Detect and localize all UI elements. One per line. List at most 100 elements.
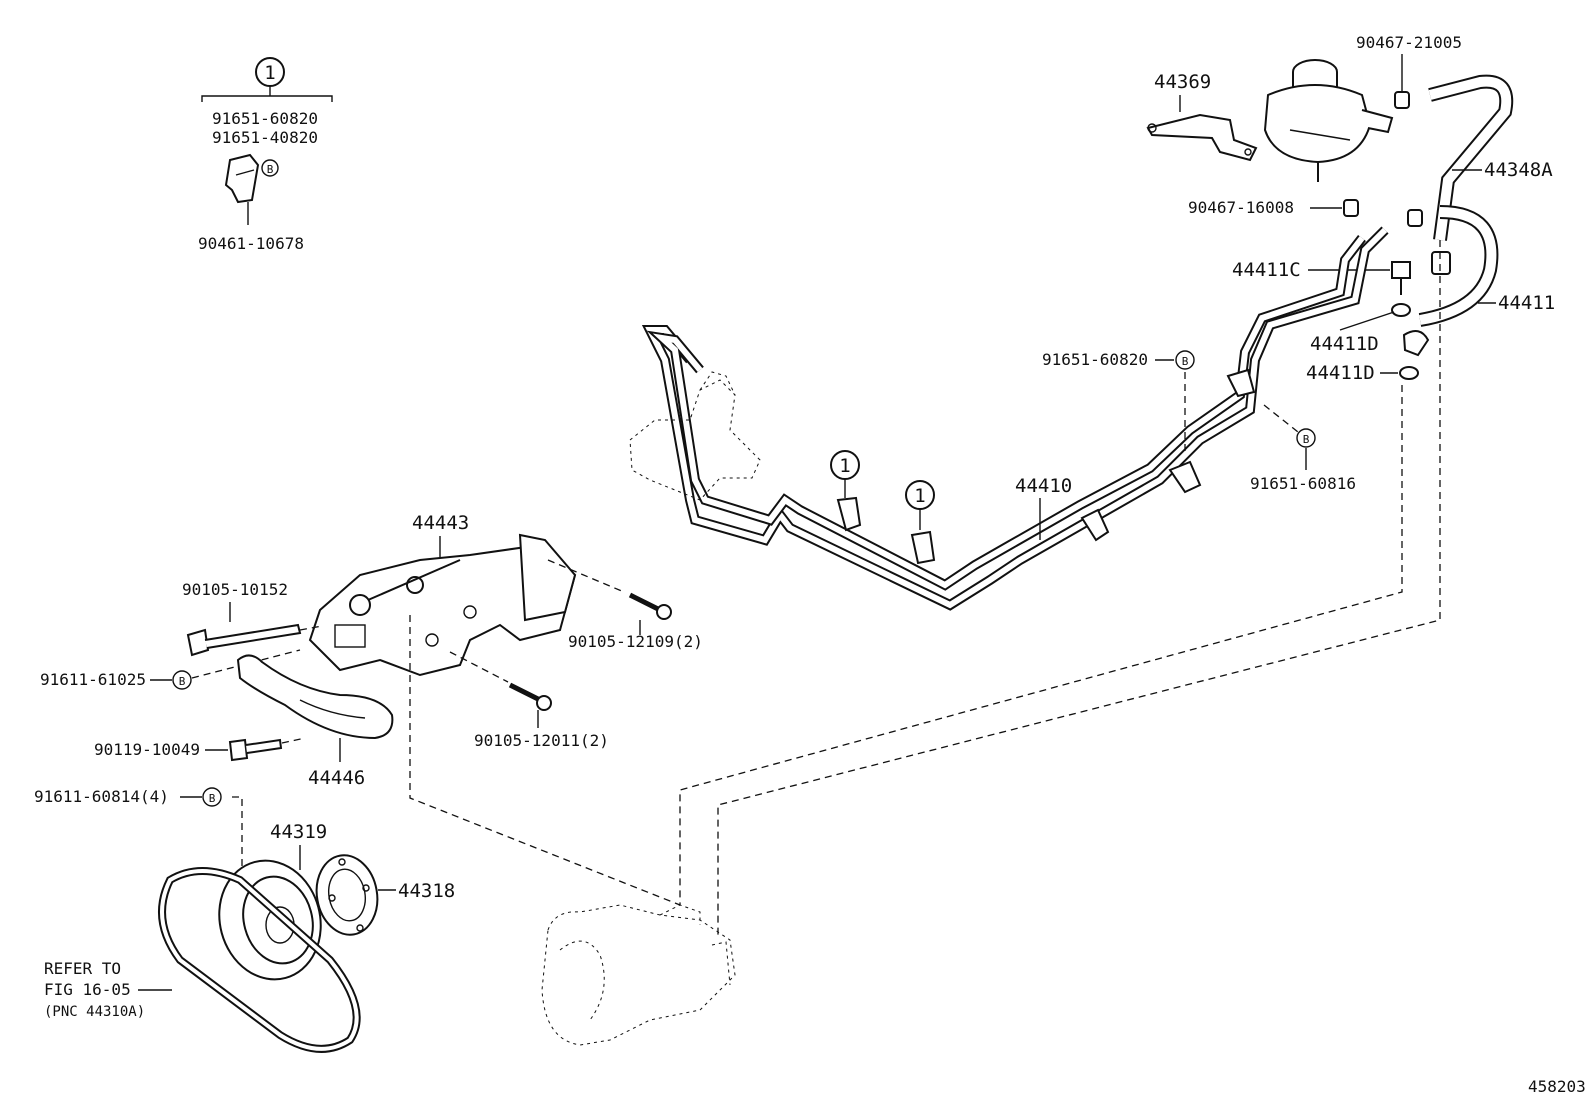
bracket-pivot <box>406 576 424 594</box>
pulley-group: 44319 44318 REFER TO FIG 16-05 (PNC 4431… <box>44 821 455 1053</box>
dashed-guide <box>281 737 306 744</box>
gasket-icon <box>1391 303 1411 317</box>
refer-note-line-1: REFER TO <box>44 959 121 978</box>
label-90105-10152: 90105-10152 <box>182 580 288 599</box>
label-44411d-a: 44411D <box>1310 333 1379 355</box>
label-91651-60816: 91651-60816 <box>1250 474 1356 493</box>
dashed-guide <box>679 385 1403 905</box>
label-91651-60820: 91651-60820 <box>1042 350 1148 369</box>
reservoir-mount <box>1361 109 1394 134</box>
adjusting-bar-44446-icon <box>236 654 394 740</box>
refer-note-line-2: FIG 16-05 <box>44 980 131 999</box>
reservoir-tank-icon <box>1263 84 1372 164</box>
adjusting-bar-group: 44446 90119-10049 91611-60814(4) B <box>34 654 394 870</box>
clip-detail <box>235 169 255 176</box>
pump-bracket-group: 44443 90105-10152 90105-12109(2) 91611-6… <box>40 512 703 750</box>
bolt-b-letter: B <box>1182 355 1189 368</box>
plate-44318-icon <box>315 854 379 936</box>
tube-clamp-icon <box>1080 508 1110 542</box>
label-90467-16008: 90467-16008 <box>1188 198 1294 217</box>
adjusting-bar-slot <box>299 699 366 719</box>
label-90105-12011: 90105-12011(2) <box>474 731 609 750</box>
return-hose-group: 44411 44411C 44411D 44411D <box>1232 205 1555 384</box>
kit-group: 1 91651-60820 91651-40820 B 90461-10678 <box>198 57 333 253</box>
bolt-shank-icon <box>204 623 302 649</box>
bolt-b-letter: B <box>1303 433 1310 446</box>
dashed-guide <box>232 796 243 870</box>
bracket-pivot <box>349 594 371 616</box>
bracket-hole <box>463 605 477 619</box>
bolt-shank-icon <box>245 738 283 754</box>
dashed-guide <box>547 559 625 593</box>
bolt-b-icon <box>261 159 279 177</box>
label-91611-61025: 91611-61025 <box>40 670 146 689</box>
bolt-head-icon <box>186 628 210 657</box>
hose-clamp-icon <box>1407 209 1423 227</box>
callout-number: 1 <box>914 485 925 507</box>
reservoir-group: 44369 90467-21005 44348A 90467-16008 <box>1146 33 1553 275</box>
kit-bracket-line <box>201 95 333 102</box>
label-44411: 44411 <box>1498 292 1555 314</box>
label-44443: 44443 <box>412 512 469 534</box>
tube-clamp-icon <box>1226 368 1256 398</box>
dashed-guide <box>449 651 509 683</box>
label-44318: 44318 <box>398 880 455 902</box>
callout-number: 1 <box>839 455 850 477</box>
label-90105-12109: 90105-12109(2) <box>568 632 703 651</box>
bolt-b-letter: B <box>209 792 216 805</box>
dashed-guide <box>1263 404 1299 433</box>
label-44411d-b: 44411D <box>1306 362 1375 384</box>
label-44369: 44369 <box>1154 71 1211 93</box>
label-44446: 44446 <box>308 767 365 789</box>
bolt-head-icon <box>536 695 552 711</box>
dashed-guide <box>191 649 301 679</box>
bolt-head-icon <box>656 604 672 620</box>
label-44411c: 44411C <box>1232 259 1301 281</box>
bracket-hole <box>425 633 439 647</box>
vane-pump-outline <box>541 904 736 1046</box>
clip-icon <box>910 530 936 565</box>
callout-number: 1 <box>264 62 275 84</box>
clip-icon <box>224 153 260 204</box>
bolt-shank-icon <box>508 682 542 703</box>
bracket-hole <box>1147 123 1157 133</box>
bolt-head-icon <box>228 738 249 762</box>
pressure-tube-group: 44410 1 1 91651-60820 B B 91651-60816 <box>629 226 1389 611</box>
label-44348a: 44348A <box>1484 159 1553 181</box>
bracket-hole <box>1244 148 1252 156</box>
kit-part-1: 91651-60820 <box>212 109 318 128</box>
bolt-b-letter: B <box>179 675 186 688</box>
label-90119-10049: 90119-10049 <box>94 740 200 759</box>
label-90467-21005: 90467-21005 <box>1356 33 1462 52</box>
tube-clamp-icon <box>1168 460 1202 494</box>
bolt-b-icon <box>1296 428 1316 448</box>
label-44410: 44410 <box>1015 475 1072 497</box>
hose-clamp-icon <box>1394 91 1410 109</box>
hose-clamp-icon <box>1431 251 1451 275</box>
bolt-shank-icon <box>628 592 662 613</box>
clip-icon <box>836 496 862 532</box>
hose-clamp-icon <box>1343 199 1359 217</box>
refer-note-line-3: (PNC 44310A) <box>44 1004 145 1020</box>
union-icon <box>1402 330 1430 357</box>
label-91611-60814: 91611-60814(4) <box>34 787 169 806</box>
union-bolt-icon <box>1391 261 1411 279</box>
bolt-b-letter: B <box>267 163 274 176</box>
clip-part-label: 90461-10678 <box>198 234 304 253</box>
steering-gear-outline <box>629 379 761 501</box>
dashed-guide <box>717 240 1441 935</box>
bracket-slot <box>334 624 366 648</box>
dashed-guide <box>409 615 681 906</box>
bolt-b-icon <box>172 670 192 690</box>
reservoir-band <box>1289 129 1351 141</box>
bracket-44443-icon <box>308 543 577 677</box>
figure-id: 458203 <box>1528 1077 1586 1096</box>
label-44319: 44319 <box>270 821 327 843</box>
bolt-b-icon <box>202 787 222 807</box>
bracket-44369-icon <box>1146 113 1258 162</box>
tube-44410 <box>641 226 1389 611</box>
kit-part-2: 91651-40820 <box>212 128 318 147</box>
gasket-icon <box>1399 366 1419 380</box>
bolt-b-icon <box>1175 350 1195 370</box>
